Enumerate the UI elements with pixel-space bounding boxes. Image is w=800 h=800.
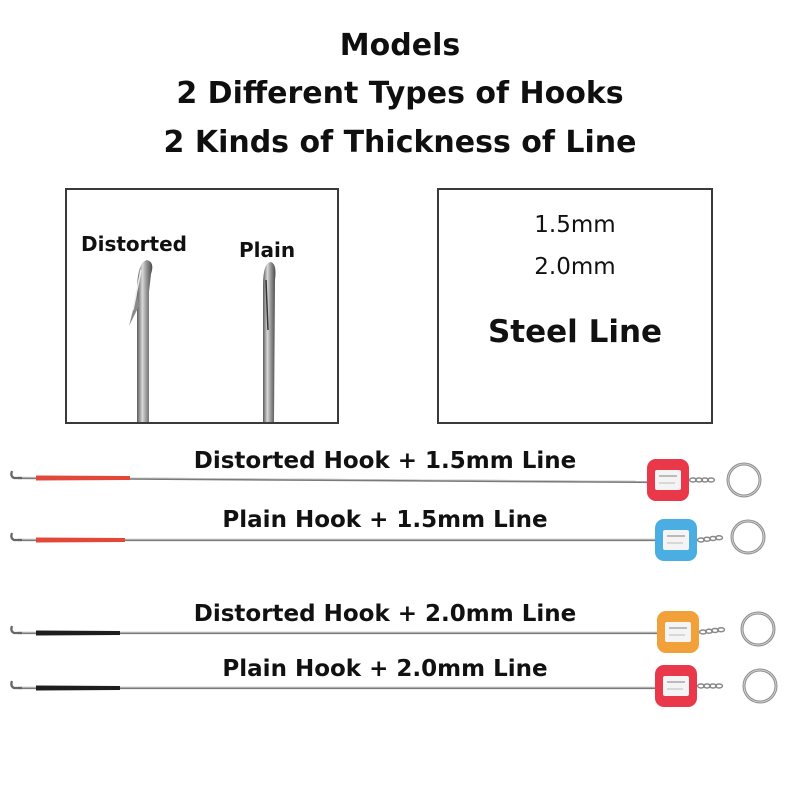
tag-label-icon — [663, 530, 689, 550]
product-label-distorted-1-5: Distorted Hook + 1.5mm Line — [193, 448, 577, 474]
chain-link-icon — [714, 535, 724, 541]
chain-link-icon — [694, 477, 704, 483]
line-thickness-panel: 1.5mm 2.0mm Steel Line — [437, 188, 713, 424]
sleeve — [36, 630, 120, 636]
title-hook-types: 2 Different Types of Hooks — [176, 76, 624, 111]
key-ring-highlight — [727, 463, 761, 497]
sleeve — [36, 537, 125, 543]
title-models: Models — [339, 28, 461, 63]
product-label-plain-2-0: Plain Hook + 2.0mm Line — [222, 656, 548, 682]
chain-link-icon — [700, 477, 710, 483]
plain-hook-icon — [263, 262, 276, 422]
hook-tip-icon — [10, 680, 22, 690]
hook-tip-icon — [10, 625, 22, 635]
tag-label-icon — [663, 676, 689, 696]
product-label-distorted-2-0: Distorted Hook + 2.0mm Line — [193, 601, 577, 627]
chain-link-icon — [706, 477, 716, 483]
hook-tip-icon — [10, 470, 22, 480]
title-line-thickness: 2 Kinds of Thickness of Line — [163, 125, 637, 160]
chain-link-icon — [702, 683, 712, 689]
key-ring-highlight — [731, 520, 765, 554]
tag-label-icon — [655, 470, 681, 490]
chain-link-icon — [716, 627, 726, 633]
chain-link-icon — [696, 683, 706, 689]
tag-label-icon — [665, 622, 691, 642]
thickness-2-0mm: 2.0mm — [534, 254, 616, 280]
chain-link-icon — [688, 477, 698, 483]
key-ring-highlight — [741, 612, 775, 646]
key-ring-highlight — [743, 669, 777, 703]
plain-hook-label: Plain — [239, 238, 296, 262]
thickness-1-5mm: 1.5mm — [534, 212, 616, 238]
distorted-hook-icon — [129, 260, 153, 422]
sleeve — [36, 475, 130, 481]
sleeve — [36, 685, 120, 691]
hook-closeup-panel: Distorted Plain — [65, 188, 339, 424]
hook-tip-icon — [10, 532, 22, 542]
distorted-hook-label: Distorted — [81, 232, 187, 256]
product-label-plain-1-5: Plain Hook + 1.5mm Line — [222, 507, 548, 533]
chain-link-icon — [714, 683, 724, 689]
chain-link-icon — [708, 683, 718, 689]
hook-closeup-illustration — [129, 260, 276, 422]
steel-line-label: Steel Line — [487, 314, 663, 350]
